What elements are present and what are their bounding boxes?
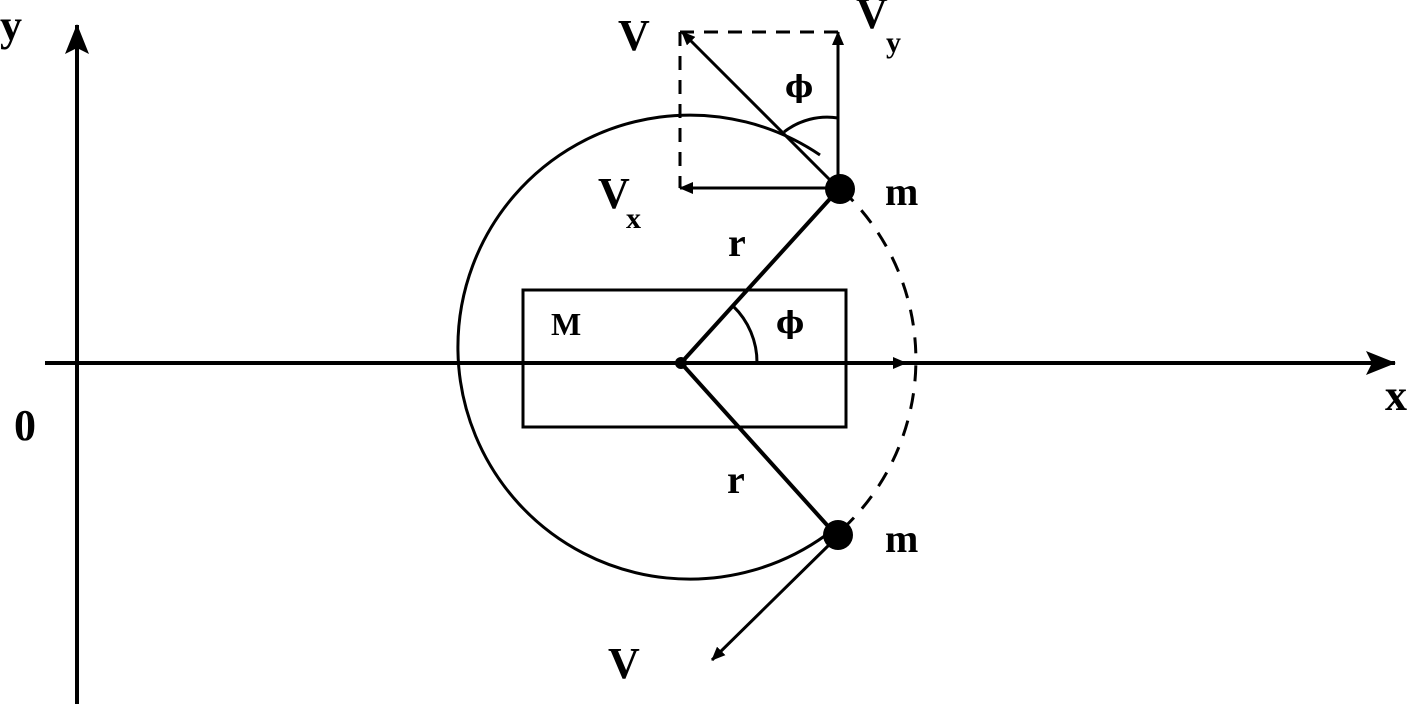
central-body-label: M [551, 306, 581, 342]
center-angle-label: ϕ [776, 306, 804, 341]
lower-radius-label: r [727, 457, 745, 502]
upper-radius-label: r [728, 220, 746, 265]
center-angle-arc [731, 304, 759, 364]
vx-label: V [598, 169, 630, 218]
upper-velocity-arrow [680, 30, 840, 190]
y-axis-label: y [0, 1, 22, 50]
center-pivot [675, 357, 687, 369]
lower-velocity-arrow [710, 540, 834, 662]
origin-label: 0 [14, 401, 36, 450]
orbit-solid-arc [456, 113, 827, 581]
upper-velocity-label: V [618, 11, 650, 60]
vx-subscript: x [626, 202, 641, 235]
x-axis-label: x [1385, 371, 1407, 420]
velocity-angle-label: ϕ [785, 70, 813, 105]
upper-radius-arm [679, 188, 840, 365]
velocity-angle-arc [783, 115, 839, 134]
orbit-dashed-arc [835, 188, 918, 537]
vy-label: V [856, 0, 888, 38]
lower-velocity-label: V [608, 639, 640, 688]
upper-mass-label: m [885, 169, 918, 214]
lower-radius-arm [679, 361, 838, 537]
vy-subscript: y [886, 26, 901, 59]
lower-mass-label: m [885, 516, 918, 561]
central-body-box [521, 288, 848, 429]
